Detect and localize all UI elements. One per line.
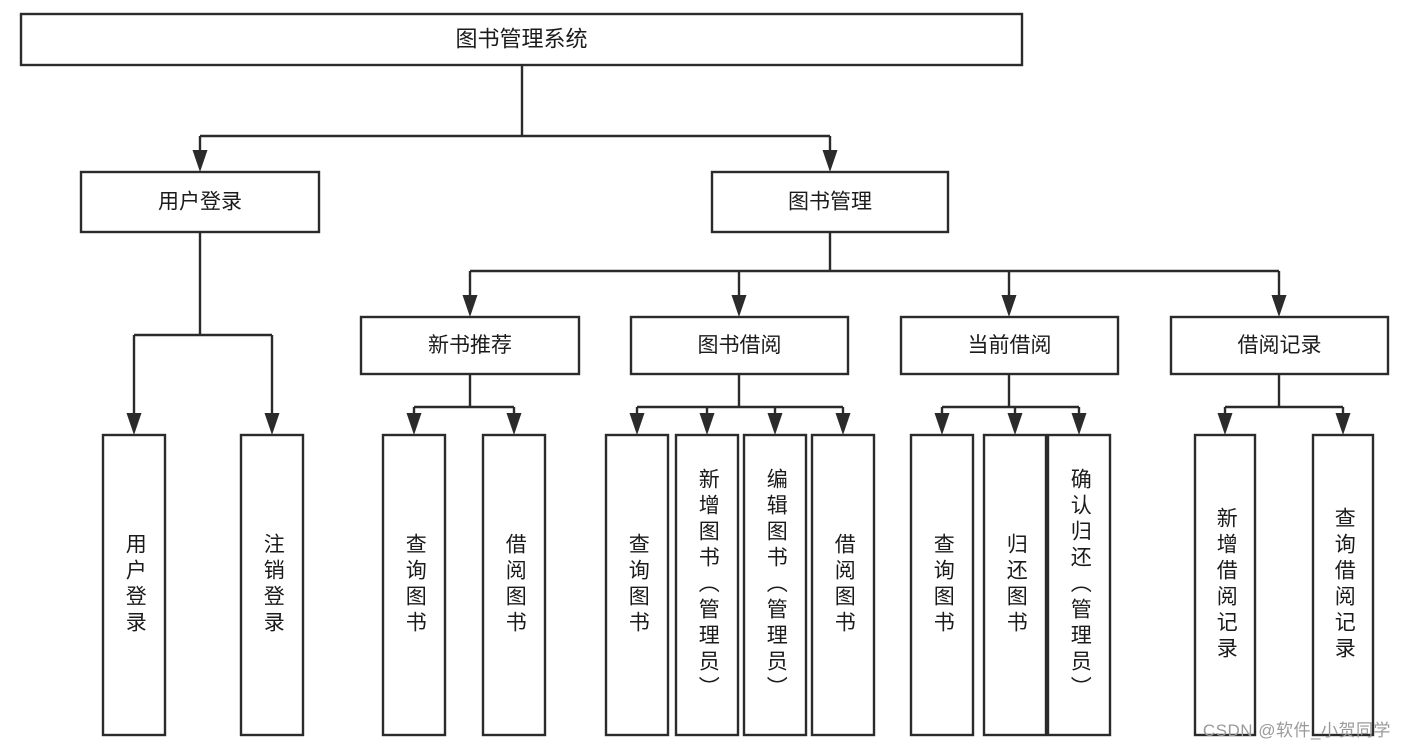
node-leaf-5[interactable] <box>674 433 740 737</box>
node-leaf-8[interactable] <box>909 433 975 737</box>
node-leaf-12[interactable] <box>1311 433 1375 737</box>
arrow-head-icon <box>731 295 747 317</box>
node-leaf-0[interactable] <box>101 433 167 737</box>
boxes-layer <box>19 12 1390 737</box>
node-leaf-7[interactable] <box>810 433 876 737</box>
arrow-head-icon <box>934 413 950 435</box>
node-leaf-1[interactable] <box>239 433 305 737</box>
node-level2-label-1: 图书管理 <box>788 191 872 214</box>
node-level3-label-2: 当前借阅 <box>968 334 1052 357</box>
node-leaf-2[interactable] <box>381 433 447 737</box>
node-level3-1[interactable] <box>629 315 850 376</box>
node-level2-1[interactable] <box>710 170 950 234</box>
arrow-head-icon <box>126 413 142 435</box>
node-leaf-11[interactable] <box>1193 433 1257 737</box>
arrow-head-icon <box>629 413 645 435</box>
node-level3-2[interactable] <box>899 315 1120 376</box>
arrow-head-icon <box>1271 295 1287 317</box>
arrow-head-icon <box>192 150 208 172</box>
node-level3-0[interactable] <box>359 315 581 376</box>
csdn-watermark: CSDN @软件_小贺同学 <box>1202 721 1391 740</box>
node-level3-label-0: 新书推荐 <box>428 334 512 357</box>
arrow-head-icon <box>1217 413 1233 435</box>
arrow-head-icon <box>835 413 851 435</box>
node-leaf-3[interactable] <box>481 433 547 737</box>
arrow-head-icon <box>462 295 478 317</box>
node-leaf-6[interactable] <box>742 433 808 737</box>
arrow-head-icon <box>1335 413 1351 435</box>
connectors-layer <box>126 65 1351 435</box>
arrow-head-icon <box>264 413 280 435</box>
arrow-head-icon <box>1007 413 1023 435</box>
node-level2-label-0: 用户登录 <box>158 191 242 214</box>
node-level3-label-1: 图书借阅 <box>698 334 782 357</box>
node-level3-label-3: 借阅记录 <box>1238 334 1322 357</box>
arrow-head-icon <box>406 413 422 435</box>
node-leaf-10[interactable] <box>1046 433 1112 737</box>
node-root-label: 图书管理系统 <box>455 26 587 51</box>
node-level3-3[interactable] <box>1169 315 1390 376</box>
arrow-head-icon <box>822 150 838 172</box>
node-root-图书管理系统[interactable] <box>19 12 1024 67</box>
node-leaf-4[interactable] <box>604 433 670 737</box>
node-leaf-9[interactable] <box>982 433 1048 737</box>
arrow-head-icon <box>1071 413 1087 435</box>
arrow-head-icon <box>699 413 715 435</box>
node-level2-0[interactable] <box>79 170 321 234</box>
arrow-head-icon <box>1001 295 1017 317</box>
arrow-head-icon <box>767 413 783 435</box>
arrow-head-icon <box>506 413 522 435</box>
